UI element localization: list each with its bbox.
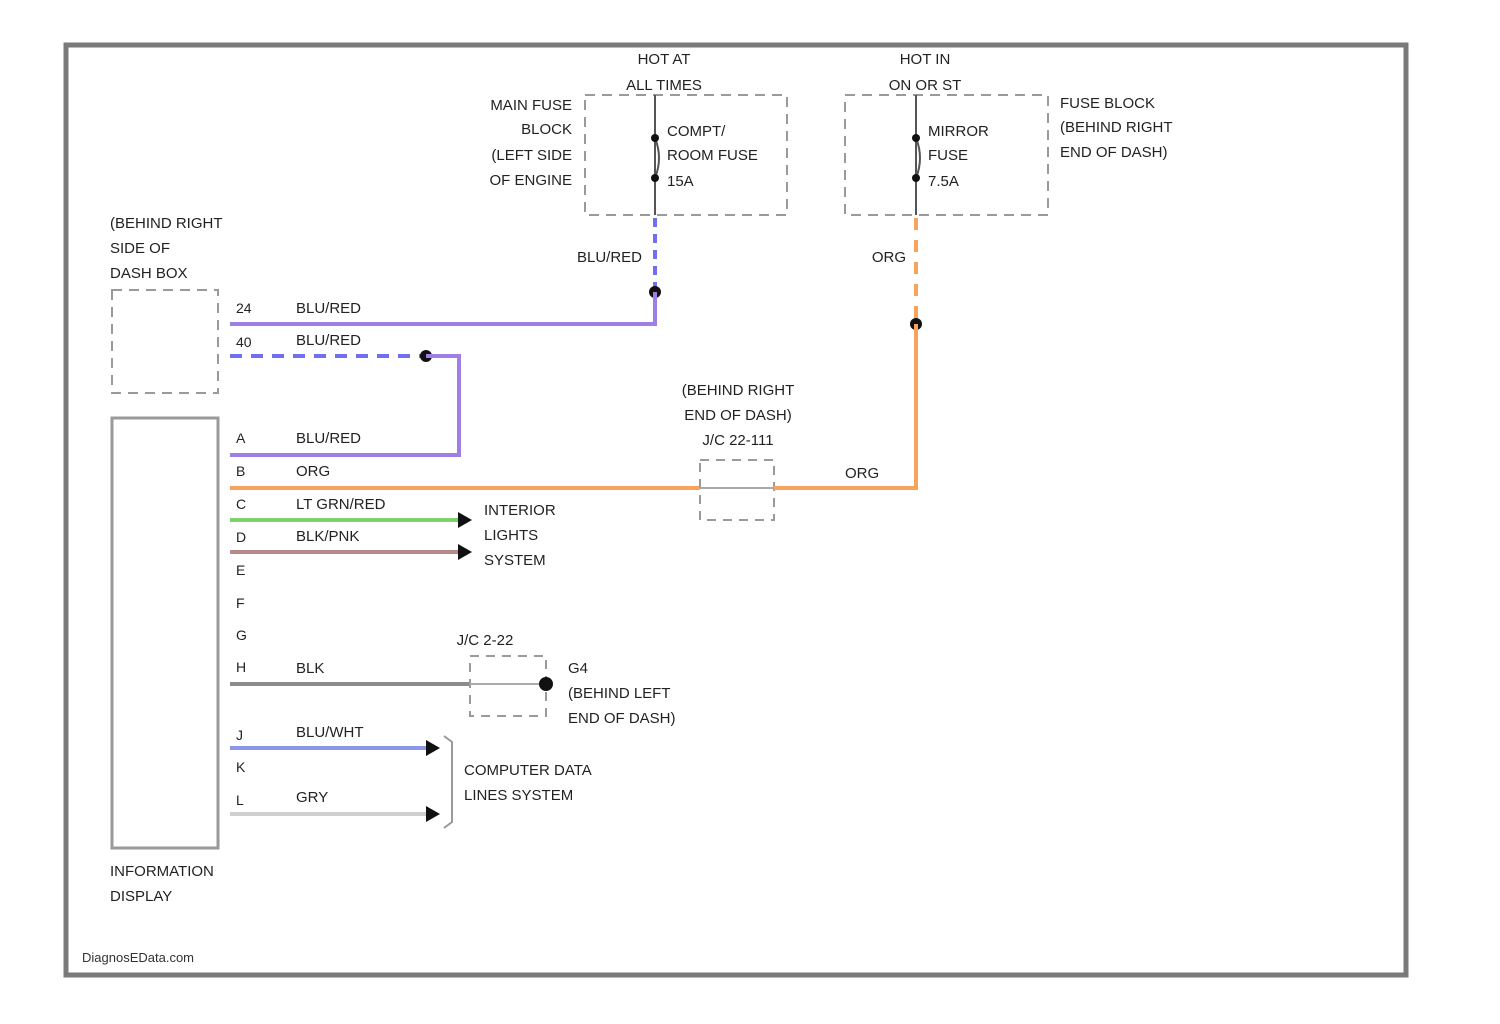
svg-text:F: F — [236, 595, 245, 611]
wire-pin-b-label: ORG — [296, 463, 330, 480]
svg-text:(BEHIND RIGHT: (BEHIND RIGHT — [1060, 119, 1173, 136]
svg-text:OF ENGINE: OF ENGINE — [489, 172, 572, 189]
svg-text:MAIN FUSE: MAIN FUSE — [490, 97, 572, 114]
svg-text:SIDE OF: SIDE OF — [110, 240, 170, 257]
svg-text:J/C 22-111: J/C 22-111 — [702, 432, 773, 449]
svg-text:E: E — [236, 562, 245, 578]
wire-24-label: BLU/RED — [296, 300, 361, 317]
svg-text:ON OR ST: ON OR ST — [889, 77, 962, 94]
wire-fuse-out-2-label: ORG — [872, 249, 906, 266]
svg-text:COMPT/: COMPT/ — [667, 123, 726, 140]
svg-text:G: G — [236, 627, 247, 643]
svg-text:HOT AT: HOT AT — [638, 51, 691, 68]
svg-text:LIGHTS: LIGHTS — [484, 527, 538, 544]
svg-text:K: K — [236, 759, 246, 775]
svg-text:HOT IN: HOT IN — [900, 51, 951, 68]
wire-pin-l-label: GRY — [296, 789, 328, 806]
svg-text:(BEHIND RIGHT: (BEHIND RIGHT — [110, 215, 223, 232]
wire-pin-a-label: BLU/RED — [296, 430, 361, 447]
svg-text:DISPLAY: DISPLAY — [110, 888, 172, 905]
joint-connector-2-label: J/C 2-22 — [457, 632, 514, 649]
wire-pin-h-label: BLK — [296, 660, 324, 677]
wire-pin-j-label: BLU/WHT — [296, 724, 364, 741]
wire-pin-b-right-label: ORG — [845, 465, 879, 482]
svg-text:(LEFT SIDE: (LEFT SIDE — [491, 147, 572, 164]
svg-text:DASH BOX: DASH BOX — [110, 265, 188, 282]
svg-text:B: B — [236, 463, 245, 479]
wire-pin-c-label: LT GRN/RED — [296, 496, 386, 513]
svg-text:G4: G4 — [568, 660, 588, 677]
svg-text:END OF DASH): END OF DASH) — [684, 407, 792, 424]
svg-text:SYSTEM: SYSTEM — [484, 552, 546, 569]
svg-text:7.5A: 7.5A — [928, 173, 959, 190]
svg-text:INTERIOR: INTERIOR — [484, 502, 556, 519]
wire-40-label: BLU/RED — [296, 332, 361, 349]
svg-text:END OF DASH): END OF DASH) — [568, 710, 676, 727]
connector-pin-40: 40 — [236, 334, 252, 350]
svg-text:A: A — [236, 430, 246, 446]
svg-text:INFORMATION: INFORMATION — [110, 863, 214, 880]
svg-text:C: C — [236, 496, 246, 512]
svg-text:FUSE BLOCK: FUSE BLOCK — [1060, 95, 1155, 112]
svg-text:LINES SYSTEM: LINES SYSTEM — [464, 787, 573, 804]
svg-text:COMPUTER DATA: COMPUTER DATA — [464, 762, 592, 779]
svg-text:H: H — [236, 659, 246, 675]
svg-text:MIRROR: MIRROR — [928, 123, 989, 140]
svg-text:(BEHIND RIGHT: (BEHIND RIGHT — [682, 382, 795, 399]
svg-text:D: D — [236, 529, 246, 545]
svg-text:FUSE: FUSE — [928, 147, 968, 164]
svg-text:BLOCK: BLOCK — [521, 121, 572, 138]
svg-text:(BEHIND LEFT: (BEHIND LEFT — [568, 685, 671, 702]
source-watermark: DiagnosEData.com — [82, 950, 194, 965]
diagram-frame — [66, 45, 1406, 975]
svg-text:J: J — [236, 727, 243, 743]
connector-pin-24: 24 — [236, 300, 252, 316]
svg-text:ROOM FUSE: ROOM FUSE — [667, 147, 758, 164]
svg-text:ALL TIMES: ALL TIMES — [626, 77, 702, 94]
ground-dot — [539, 677, 553, 691]
svg-text:L: L — [236, 792, 244, 808]
svg-text:END OF DASH): END OF DASH) — [1060, 144, 1168, 161]
wire-fuse-out-1-label: BLU/RED — [577, 249, 642, 266]
wire-pin-d-label: BLK/PNK — [296, 528, 359, 545]
svg-text:15A: 15A — [667, 173, 694, 190]
